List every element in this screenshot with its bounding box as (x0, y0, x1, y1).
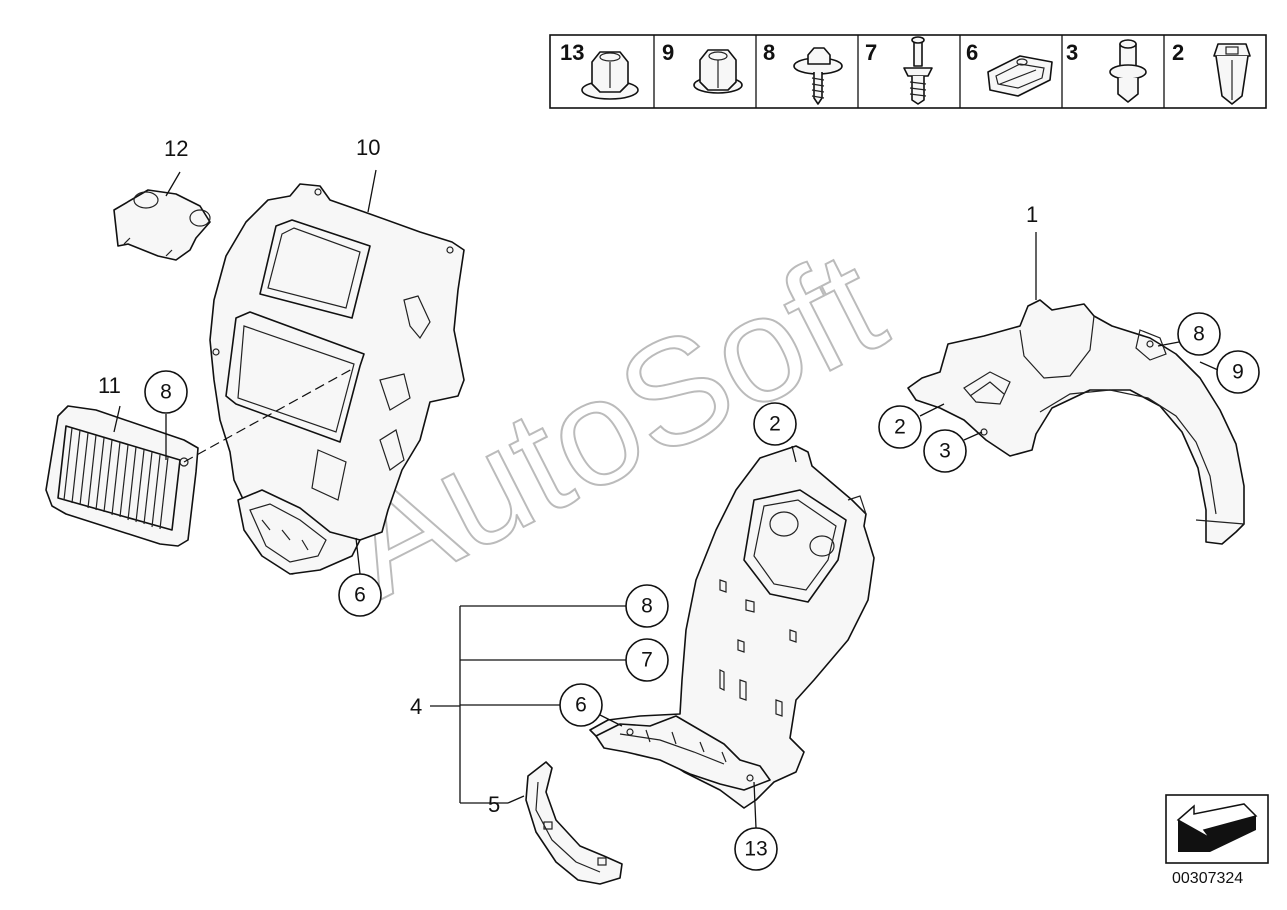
part-1-wheel-arch-liner: 1 (907, 202, 1245, 545)
nut-with-washer-icon (581, 51, 639, 100)
callout-number: 9 (1232, 361, 1244, 384)
direction-arrow-box (1165, 794, 1269, 864)
header-parts-table: 13 9 8 (549, 34, 1267, 109)
callout-number: 2 (894, 416, 906, 439)
arrow-icon (1176, 803, 1258, 852)
label-10: 10 (356, 135, 380, 160)
clip-nut-icon (1213, 43, 1251, 105)
label-12: 12 (164, 136, 188, 161)
label-4: 4 (410, 694, 422, 719)
header-part-number: 9 (662, 40, 674, 65)
header-cell-13: 13 (560, 40, 639, 100)
callout-8-right: 8 (1157, 312, 1221, 356)
callout-number: 8 (641, 595, 653, 618)
callout-number: 6 (354, 584, 366, 607)
part-5-trim (507, 761, 623, 885)
callout-8-left: 8 (144, 370, 188, 460)
header-part-number: 8 (763, 40, 775, 65)
callout-3-right: 3 (923, 429, 983, 473)
callout-6-left: 6 (338, 537, 382, 617)
header-cell-6: 6 (966, 40, 1053, 97)
callout-number: 3 (939, 440, 951, 463)
callout-13-bottom: 13 (734, 781, 778, 871)
spring-clip-icon (987, 55, 1053, 97)
header-part-number: 7 (865, 40, 877, 65)
part-12-cover: 12 (113, 136, 211, 261)
part-11-grille: 11 (45, 367, 355, 547)
hex-nut-icon (693, 49, 743, 94)
expanding-rivet-icon (903, 36, 933, 105)
header-cell-7: 7 (865, 36, 933, 105)
callout-number: 6 (575, 694, 587, 717)
header-part-number: 3 (1066, 40, 1078, 65)
callout-number: 8 (1193, 323, 1205, 346)
header-cell-3: 3 (1066, 39, 1147, 103)
label-5: 5 (488, 792, 500, 817)
header-part-number: 6 (966, 40, 978, 65)
group-bracket-4: 4 5 (410, 605, 626, 817)
callout-number: 7 (641, 649, 653, 672)
header-cell-2: 2 (1172, 40, 1251, 105)
callout-number: 8 (160, 381, 172, 404)
callout-9-right: 9 (1199, 350, 1260, 394)
callout-8-group: 8 (625, 584, 669, 628)
callout-2-right: 2 (878, 403, 945, 449)
part-10-wheel-arch-liner: 10 (209, 135, 465, 575)
callout-number: 2 (769, 413, 781, 436)
diagram-id: 00307324 (1172, 870, 1243, 887)
callout-2-mid: 2 (753, 402, 797, 463)
callout-7-group: 7 (625, 638, 669, 682)
header-part-number: 13 (560, 40, 584, 65)
push-rivet-icon (1109, 39, 1147, 103)
screw-with-washer-icon (793, 47, 843, 105)
header-part-number: 2 (1172, 40, 1184, 65)
label-1: 1 (1026, 202, 1038, 227)
callout-number: 13 (744, 838, 767, 861)
header-cell-9: 9 (662, 40, 743, 94)
label-11: 11 (98, 373, 121, 398)
header-cell-8: 8 (763, 40, 843, 105)
callout-6-group: 6 (559, 683, 623, 727)
part-4-wheel-arch-liner (589, 445, 875, 809)
